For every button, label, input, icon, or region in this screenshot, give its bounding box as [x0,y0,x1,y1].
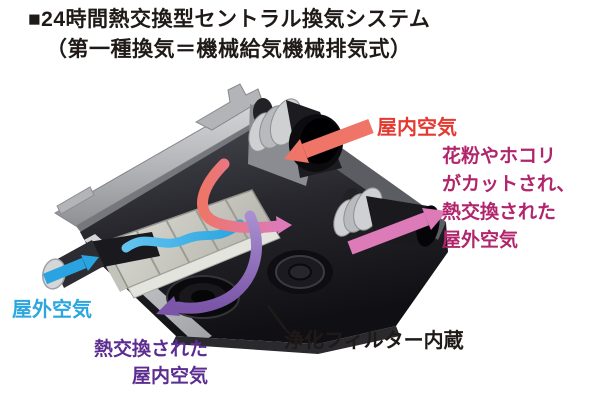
label-exchanged-indoor-air: 熱交換された 屋内空気 [55,336,208,390]
label-outdoor-air: 屋外空気 [12,299,92,321]
diagram-title-line2: （第一種換気＝機械給気機械排気式） [46,38,412,61]
label-filtered-line1: 花粉やホコリ [442,146,557,167]
mounting-bracket-icon [194,83,263,131]
label-filtered-outdoor-air: 花粉やホコリ がカットされ、 熱交換された 屋外空気 [442,143,575,255]
filter-frame-lip [127,227,281,299]
airflow-ribbons [121,158,292,316]
indoor-air-arrow-icon [284,139,309,163]
exhaust-flow-arrowhead-icon [156,296,180,316]
filtered-outdoor-arrow-icon [422,208,447,230]
bottom-foam-strip [172,326,400,354]
label-filtered-line4: 屋外空気 [442,230,519,251]
external-arrows [42,119,447,285]
filter-note-leader-line [267,305,287,331]
diagram-title: ■24時間熱交換型セントラル換気システム （第一種換気＝機械給気機械排気式） [28,5,430,65]
indoor-flow-arrowhead-icon [276,216,292,234]
filter-divider [194,209,220,252]
filtered-outdoor-arrow-shaft [347,212,429,255]
label-filtered-line2: がカットされ、 [442,174,576,195]
outdoor-air-arrow-shaft [42,257,87,285]
mounting-bracket-left-icon [56,186,95,215]
label-exchanged-line1: 熱交換された [93,339,208,360]
label-exchanged-line2: 屋内空気 [131,366,208,387]
fan-right-hub [288,263,312,281]
label-indoor-air: 屋内空気 [377,117,457,139]
chassis-panel [54,83,278,234]
indoor-air-arrow-shaft [301,119,374,158]
outdoor-air-arrow-icon [81,255,99,271]
label-filtered-line3: 熱交換された [442,202,557,223]
chassis-edge [76,112,278,234]
diagram-title-line1: ■24時間熱交換型セントラル換気システム [28,8,431,31]
outdoor-air-flow-ribbon [121,219,245,253]
label-filter-note: 浄化フィルター内蔵 [284,330,464,352]
exhaust-flow-ribbon [172,210,262,314]
